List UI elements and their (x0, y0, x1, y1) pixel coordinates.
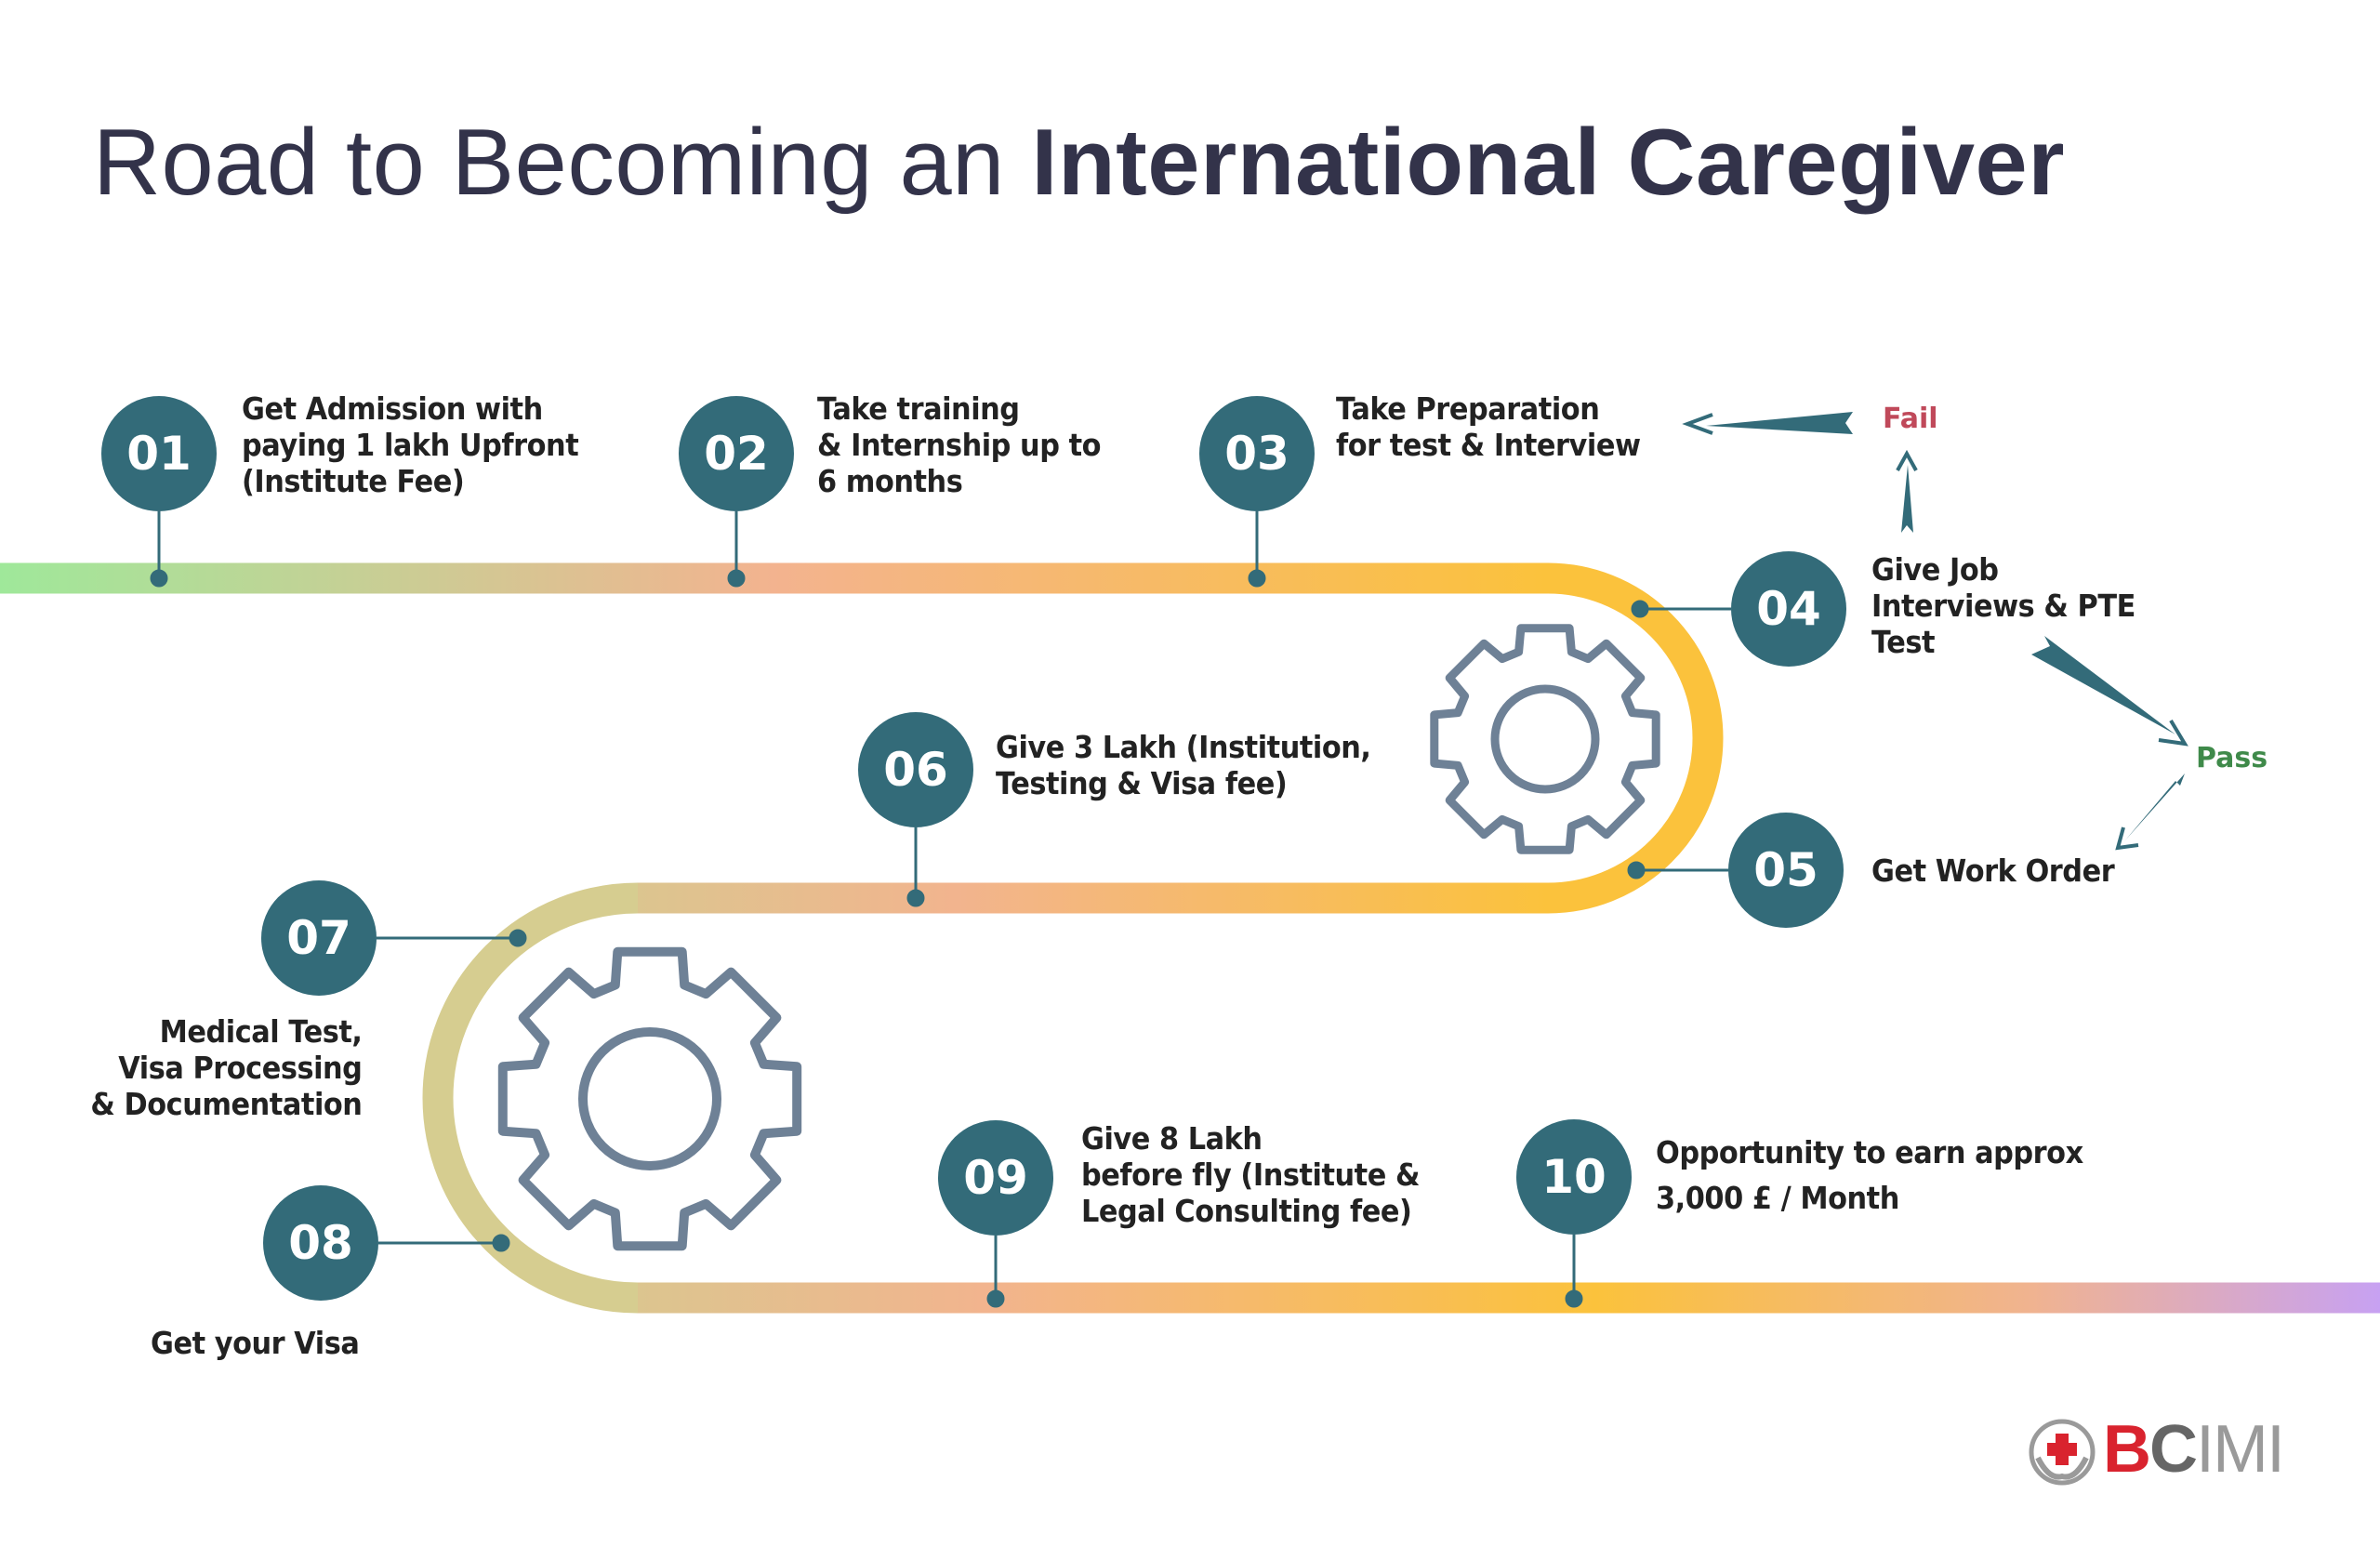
step-text-1: Get Admission with paying 1 lakh Upfront… (242, 390, 579, 499)
step-number-3: 03 (1199, 396, 1315, 511)
step-number-7: 07 (261, 880, 377, 996)
fail-arrow-up-icon (1896, 449, 1918, 533)
logo-part-b: B (2103, 1412, 2151, 1487)
connector-dot (1565, 1289, 1583, 1308)
gear-icon (1430, 624, 1660, 854)
step-number-6: 06 (858, 712, 973, 827)
step-text-4: Give Job Interviews & PTE Test (1871, 551, 2135, 660)
connector-dot (509, 929, 527, 947)
logo-part-c: C (2149, 1412, 2198, 1487)
step-text-2: Take training & Internship up to 6 month… (817, 390, 1102, 499)
pass-arrow-icon (2031, 636, 2188, 747)
connector-dot (906, 889, 925, 907)
bcimi-logo: BCIMI (2103, 1411, 2285, 1487)
gear-icon (497, 946, 802, 1251)
connector-dot (1248, 569, 1266, 588)
step-number-1: 01 (101, 396, 217, 511)
road-curve-left (422, 882, 639, 1314)
page-title: Road to Becoming an International Caregi… (93, 110, 2065, 217)
step-text-5: Get Work Order (1871, 853, 2115, 889)
step-text-9: Give 8 Lakh before fly (Institute & Lega… (1081, 1120, 1420, 1229)
step-number-5: 05 (1728, 813, 1844, 928)
fail-label: Fail (1883, 403, 1938, 435)
logo-emblem-icon (2029, 1419, 2096, 1486)
logo-part-imi: IMI (2196, 1412, 2285, 1487)
step-text-6: Give 3 Lakh (Institution, Testing & Visa… (996, 729, 1371, 801)
connector-dot (1631, 600, 1649, 618)
connector-dot (727, 569, 746, 588)
step-number-2: 02 (679, 396, 794, 511)
road-curve-right (1547, 562, 1724, 914)
step-number-10: 10 (1516, 1119, 1632, 1235)
title-bold: International Caregiver (1031, 111, 2066, 215)
step-number-8: 08 (263, 1185, 378, 1301)
step-text-10: Opportunity to earn approx 3,000 £ / Mon… (1656, 1134, 2083, 1216)
work-order-arrow-icon (2115, 773, 2185, 851)
fail-arrow-left-icon (1682, 412, 1853, 435)
pass-label: Pass (2196, 742, 2268, 774)
step-number-9: 09 (938, 1120, 1053, 1236)
title-regular: Road to Becoming an (93, 111, 1032, 215)
step-number-4: 04 (1731, 551, 1846, 667)
connector-dot (1627, 861, 1646, 879)
step-text-7: Medical Test, Visa Processing & Document… (89, 1013, 363, 1122)
connector-dot (986, 1289, 1005, 1308)
connector-dot (492, 1234, 510, 1252)
step-text-8: Get your Visa (151, 1325, 360, 1361)
connector-dot (150, 569, 168, 588)
step-text-3: Take Preparation for test & Interview (1336, 390, 1641, 463)
